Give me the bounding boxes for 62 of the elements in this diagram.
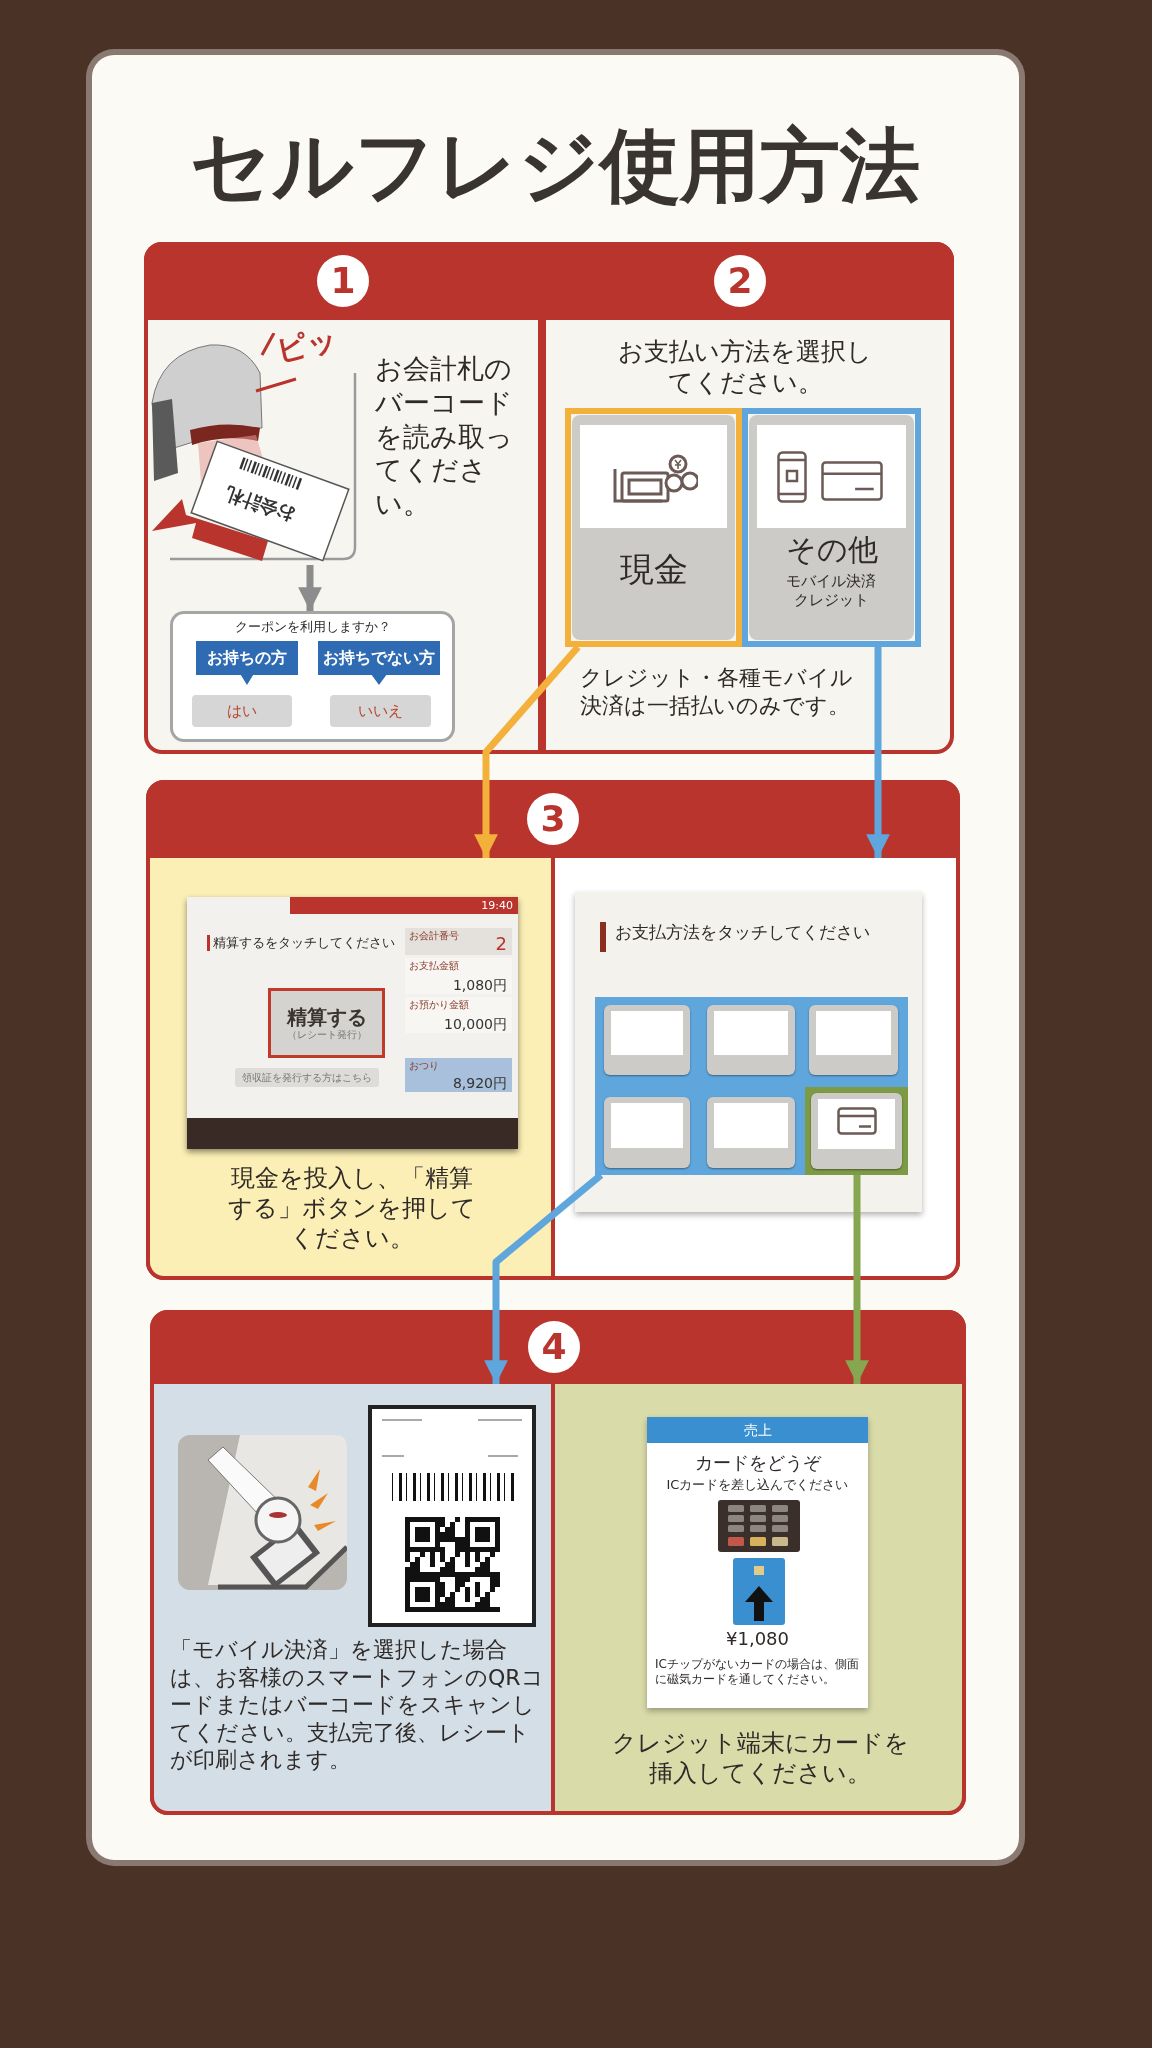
instruction-text: 「モバイル決済」を選択した場合は、お客様のスマートフォンのQRコードまたはバーコードをスキャンしてください。支払完了後、レシートが印刷されます。 — [170, 1636, 545, 1774]
amount-value: ¥1,080 — [725, 1628, 790, 1651]
note-text: ICチップがないカードの場合は、側面に磁気カードを通してください。 — [655, 1657, 860, 1687]
field-label: おつり — [409, 1060, 439, 1073]
ticket-label: お会計札 — [221, 481, 299, 530]
payment-screen — [575, 892, 922, 1212]
step-number-badge: 4 — [528, 1321, 580, 1373]
screen-header-bar: 売上 — [647, 1417, 868, 1443]
field-label: お会計番号 — [409, 930, 459, 943]
amount-value: 2 — [495, 934, 507, 954]
step-panel-section — [555, 1384, 962, 1811]
instruction-text: クレジット端末にカードを挿入してください。 — [610, 1728, 910, 1788]
dialog-box — [170, 611, 455, 742]
dialog-button: いいえ — [330, 695, 431, 727]
amount-value: 1,080円 — [452, 977, 507, 993]
step-number-badge: 2 — [714, 255, 766, 307]
screen-instruction: ICカードを差し込んでください — [665, 1477, 850, 1494]
step-panel — [146, 780, 960, 1280]
arrow — [845, 1175, 869, 1384]
step-panel — [150, 1310, 966, 1815]
arrow — [866, 647, 890, 858]
instruction-text: クレジット・各種モバイル決済は一括払いのみです。 — [580, 664, 854, 719]
step-number-badge: 3 — [527, 793, 579, 845]
field-label: お支払金額 — [409, 960, 459, 973]
sound-effect-text: ピッ — [272, 319, 342, 371]
amount-value: 10,000円 — [444, 1016, 507, 1032]
instruction-text: 現金を投入し、「精算する」ボタンを押してください。 — [227, 1163, 477, 1253]
kiosk-screen — [187, 897, 518, 1149]
amount-value: 8,920円 — [452, 1075, 507, 1091]
step-panel — [144, 242, 542, 754]
payment-option-button — [707, 1097, 795, 1168]
screen-heading: カードをどうぞ — [693, 1452, 823, 1475]
title: セルフレジ使用方法 — [190, 118, 920, 214]
screen-button: 領収証を発行する方はこちら — [235, 1068, 379, 1087]
payment-option-button — [604, 1005, 690, 1075]
arrow — [474, 644, 581, 858]
screen-heading: お支払方法をタッチしてください — [615, 922, 871, 944]
speech-bubble: お持ちの方 — [196, 641, 298, 685]
card-terminal-screen — [647, 1417, 868, 1708]
clock-time: 19:40 — [480, 899, 513, 913]
payment-option-button — [707, 1005, 795, 1075]
amount-cell — [405, 1058, 512, 1092]
speech-bubble: お持ちでない方 — [318, 641, 440, 685]
arrow — [484, 1172, 604, 1384]
step-panel-section — [555, 858, 956, 1276]
payment-option-button — [604, 1097, 690, 1168]
instruction-text: お会計札のバーコードを読み取ってください。 — [375, 352, 514, 521]
dialog-button: はい — [192, 695, 292, 727]
payment-option-button — [811, 1093, 902, 1169]
step-panel-section — [154, 1384, 551, 1811]
instruction-text: お支払い方法を選択してください。 — [617, 336, 873, 399]
field-label: お預かり金額 — [409, 999, 469, 1012]
step-panel-section — [150, 858, 551, 1276]
payment-option-button: 現金 — [572, 415, 735, 640]
step-number-badge: 1 — [317, 255, 369, 307]
checkout-button: 精算する （レシート発行） — [268, 988, 385, 1058]
payment-option-button — [809, 1005, 898, 1075]
option-frame — [805, 1087, 908, 1175]
screen-instruction: 精算するをタッチしてください — [213, 935, 396, 952]
payment-option-button: その他 モバイル決済クレジット — [749, 415, 914, 640]
step-panel — [542, 242, 954, 754]
dialog-prompt: クーポンを利用しますか？ — [233, 619, 392, 636]
